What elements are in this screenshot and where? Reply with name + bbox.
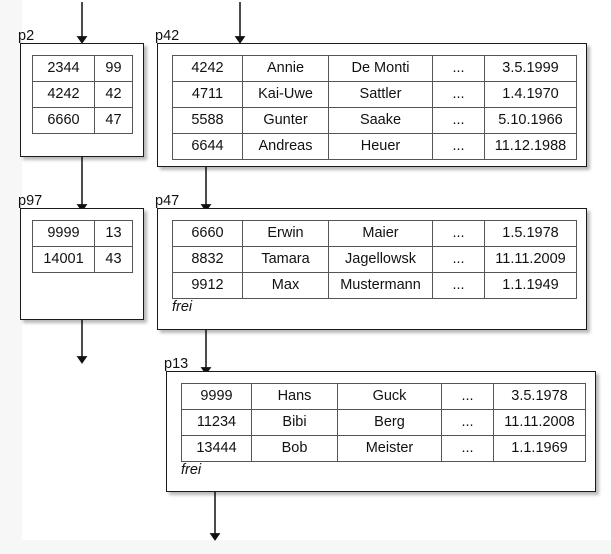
cell-date: 11.11.2009 bbox=[484, 246, 577, 273]
page-box-p97[interactable]: 9999 13 14001 43 bbox=[20, 208, 144, 320]
record-table-p2: 2344 99 4242 42 6660 47 bbox=[32, 55, 133, 134]
table-row: 8832 Tamara Jagellowsk ... 11.11.2009 bbox=[172, 246, 577, 273]
table-row: 13444 Bob Meister ... 1.1.1969 bbox=[181, 435, 586, 462]
cell-lastname: Guck bbox=[337, 383, 442, 410]
cell-id: 13444 bbox=[181, 435, 252, 462]
cell-lastname: Berg bbox=[337, 409, 442, 436]
record-table-p47: 6660 Erwin Maier ... 1.5.1978 8832 Tamar… bbox=[172, 220, 577, 299]
cell-ellipsis: ... bbox=[441, 383, 494, 410]
cell-date: 1.5.1978 bbox=[484, 220, 577, 247]
record-table-p13: 9999 Hans Guck ... 3.5.1978 11234 Bibi B… bbox=[181, 383, 586, 462]
cell-id: 4242 bbox=[172, 55, 243, 82]
cell-lastname: Heuer bbox=[328, 133, 433, 160]
cell-ellipsis: ... bbox=[441, 435, 494, 462]
table-row: 6660 Erwin Maier ... 1.5.1978 bbox=[172, 220, 577, 247]
cell-firstname: Hans bbox=[251, 383, 338, 410]
cell-firstname: Annie bbox=[242, 55, 329, 82]
cell-firstname: Bibi bbox=[251, 409, 338, 436]
record-table-p97: 9999 13 14001 43 bbox=[32, 220, 133, 273]
table-row: 4711 Kai-Uwe Sattler ... 1.4.1970 bbox=[172, 81, 577, 108]
cell-ellipsis: ... bbox=[432, 55, 485, 82]
page-label-p13: p13 bbox=[164, 356, 189, 372]
cell-ellipsis: ... bbox=[432, 220, 485, 247]
cell-id: 9912 bbox=[172, 272, 243, 299]
cell-date: 3.5.1978 bbox=[493, 383, 586, 410]
table-body-p2: 2344 99 4242 42 6660 47 bbox=[32, 55, 133, 134]
cell-ellipsis: ... bbox=[432, 272, 485, 299]
table-row: 9999 13 bbox=[32, 220, 133, 247]
table-row: 11234 Bibi Berg ... 11.11.2008 bbox=[181, 409, 586, 436]
page-label-p2: p2 bbox=[18, 28, 35, 44]
cell-lastname: Maier bbox=[328, 220, 433, 247]
table-row: 4242 Annie De Monti ... 3.5.1999 bbox=[172, 55, 577, 82]
page-box-p13[interactable]: 9999 Hans Guck ... 3.5.1978 11234 Bibi B… bbox=[166, 371, 596, 492]
free-space-label-p13: frei bbox=[181, 462, 202, 478]
table-body-p13: 9999 Hans Guck ... 3.5.1978 11234 Bibi B… bbox=[181, 383, 586, 462]
cell-date: 1.1.1969 bbox=[493, 435, 586, 462]
table-body-p42: 4242 Annie De Monti ... 3.5.1999 4711 Ka… bbox=[172, 55, 577, 160]
cell-lastname: Jagellowsk bbox=[328, 246, 433, 273]
cell-key: 9999 bbox=[32, 220, 95, 247]
table-body-p97: 9999 13 14001 43 bbox=[32, 220, 133, 273]
cell-id: 6644 bbox=[172, 133, 243, 160]
cell-key: 6660 bbox=[32, 107, 95, 134]
cell-date: 11.11.2008 bbox=[493, 409, 586, 436]
page-box-p42[interactable]: 4242 Annie De Monti ... 3.5.1999 4711 Ka… bbox=[157, 43, 587, 167]
cell-firstname: Max bbox=[242, 272, 329, 299]
table-row: 6644 Andreas Heuer ... 11.12.1988 bbox=[172, 133, 577, 160]
table-row: 9999 Hans Guck ... 3.5.1978 bbox=[181, 383, 586, 410]
cell-id: 6660 bbox=[172, 220, 243, 247]
cell-firstname: Gunter bbox=[242, 107, 329, 134]
cell-date: 11.12.1988 bbox=[484, 133, 577, 160]
cell-lastname: Meister bbox=[337, 435, 442, 462]
cell-pointer: 42 bbox=[94, 81, 133, 108]
cell-pointer: 47 bbox=[94, 107, 133, 134]
cell-firstname: Andreas bbox=[242, 133, 329, 160]
cell-ellipsis: ... bbox=[441, 409, 494, 436]
cell-date: 1.4.1970 bbox=[484, 81, 577, 108]
cell-ellipsis: ... bbox=[432, 81, 485, 108]
cell-lastname: Sattler bbox=[328, 81, 433, 108]
cell-date: 1.1.1949 bbox=[484, 272, 577, 299]
page-box-p47[interactable]: 6660 Erwin Maier ... 1.5.1978 8832 Tamar… bbox=[157, 208, 587, 330]
cell-ellipsis: ... bbox=[432, 107, 485, 134]
cell-key: 4242 bbox=[32, 81, 95, 108]
cell-firstname: Kai-Uwe bbox=[242, 81, 329, 108]
cell-date: 3.5.1999 bbox=[484, 55, 577, 82]
cell-lastname: Saake bbox=[328, 107, 433, 134]
free-space-label-p47: frei bbox=[172, 299, 193, 315]
cell-firstname: Tamara bbox=[242, 246, 329, 273]
cell-id: 4711 bbox=[172, 81, 243, 108]
cell-date: 5.10.1966 bbox=[484, 107, 577, 134]
table-row: 4242 42 bbox=[32, 81, 133, 108]
cell-firstname: Erwin bbox=[242, 220, 329, 247]
page-label-p47: p47 bbox=[155, 193, 180, 209]
cell-pointer: 99 bbox=[94, 55, 133, 82]
cell-ellipsis: ... bbox=[432, 246, 485, 273]
cell-key: 2344 bbox=[32, 55, 95, 82]
table-row: 14001 43 bbox=[32, 246, 133, 273]
table-row: 2344 99 bbox=[32, 55, 133, 82]
table-row: 6660 47 bbox=[32, 107, 133, 134]
cell-key: 14001 bbox=[32, 246, 95, 273]
table-row: 5588 Gunter Saake ... 5.10.1966 bbox=[172, 107, 577, 134]
cell-lastname: Mustermann bbox=[328, 272, 433, 299]
table-row: 9912 Max Mustermann ... 1.1.1949 bbox=[172, 272, 577, 299]
page-label-p42: p42 bbox=[155, 28, 180, 44]
table-body-p47: 6660 Erwin Maier ... 1.5.1978 8832 Tamar… bbox=[172, 220, 577, 299]
page-label-p97: p97 bbox=[18, 193, 43, 209]
cell-id: 9999 bbox=[181, 383, 252, 410]
cell-lastname: De Monti bbox=[328, 55, 433, 82]
cell-id: 8832 bbox=[172, 246, 243, 273]
cell-firstname: Bob bbox=[251, 435, 338, 462]
cell-ellipsis: ... bbox=[432, 133, 485, 160]
cell-id: 11234 bbox=[181, 409, 252, 436]
page-box-p2[interactable]: 2344 99 4242 42 6660 47 bbox=[20, 43, 144, 157]
cell-id: 5588 bbox=[172, 107, 243, 134]
record-table-p42: 4242 Annie De Monti ... 3.5.1999 4711 Ka… bbox=[172, 55, 577, 160]
cell-pointer: 13 bbox=[94, 220, 133, 247]
cell-pointer: 43 bbox=[94, 246, 133, 273]
